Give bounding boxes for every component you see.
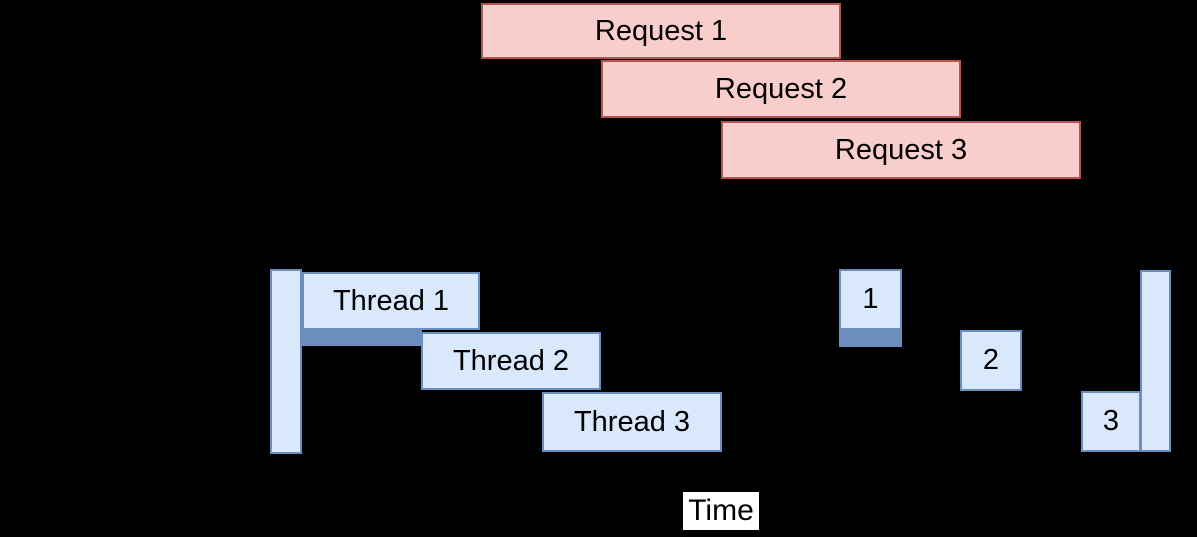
response-box-2-label: 2 <box>982 344 1000 376</box>
thread-box-3-label: Thread 3 <box>573 405 691 438</box>
thread-pool-end-bar <box>1140 270 1171 452</box>
request-bar-2: Request 2 <box>601 60 961 118</box>
thread-box-1: Thread 1 <box>302 272 480 330</box>
time-axis-label-text: Time <box>688 494 754 527</box>
thread-box-3: Thread 3 <box>542 392 722 452</box>
response-box-1-label: 1 <box>862 283 879 315</box>
response-box-3-label: 3 <box>1102 405 1120 437</box>
response-box-1: 1 <box>839 269 902 330</box>
request-bar-1-label: Request 1 <box>594 14 728 47</box>
request-bar-3: Request 3 <box>721 121 1081 179</box>
request-bar-1: Request 1 <box>481 3 841 59</box>
thread-pool-start-bar <box>270 269 302 454</box>
thread-box-2: Thread 2 <box>421 332 601 390</box>
response-box-2: 2 <box>960 330 1022 391</box>
request-bar-3-label: Request 3 <box>834 133 968 166</box>
thread-box-2-label: Thread 2 <box>452 344 570 377</box>
time-axis-label: Time <box>683 492 759 530</box>
request-bar-2-label: Request 2 <box>714 72 848 105</box>
thread-1-busy-strip <box>300 330 422 346</box>
response-1-busy-strip <box>839 328 902 347</box>
thread-box-1-label: Thread 1 <box>332 284 450 317</box>
response-box-3: 3 <box>1081 391 1141 452</box>
